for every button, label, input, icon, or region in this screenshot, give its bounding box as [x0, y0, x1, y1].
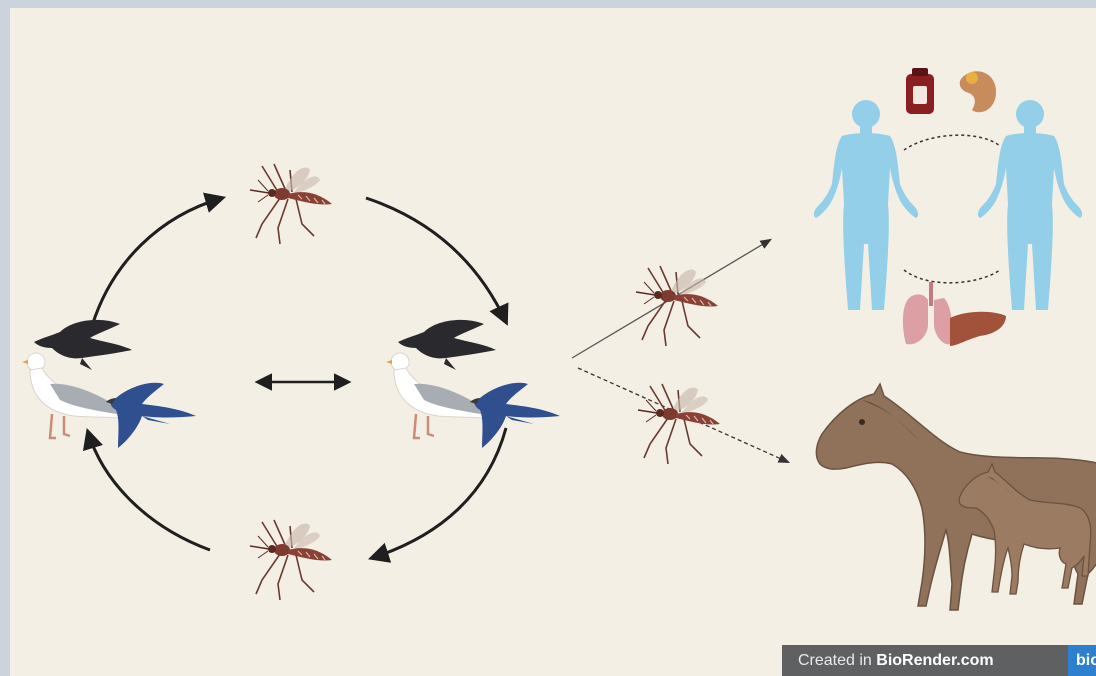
mosquito-icon [250, 520, 332, 600]
dashed-link-top [904, 135, 1000, 150]
arrow-mosquito-to-birds-left [88, 432, 210, 550]
arrow-birds-to-mosquito-bottom [372, 428, 506, 558]
dashed-link-bottom [904, 270, 1000, 283]
arrow-birds-to-mosquito [92, 198, 222, 326]
credit-prefix: Created in [798, 652, 876, 669]
blood-bag-icon [906, 68, 934, 114]
birds-icon [386, 320, 560, 448]
arrow-mosquito-to-birds [366, 198, 506, 322]
human-male-icon [814, 100, 918, 310]
birds-icon [22, 320, 196, 448]
liver-icon [950, 312, 1006, 346]
lungs-icon [903, 282, 952, 344]
mosquito-icon [638, 384, 720, 464]
kidney-icon [960, 71, 996, 112]
mosquito-icon [250, 164, 332, 244]
biorender-credit[interactable]: Created in BioRender.com bio [782, 645, 1096, 676]
credit-brand: BioRender.com [876, 652, 993, 669]
horse-icon [816, 384, 1096, 610]
biorender-logo-tag: bio [1068, 645, 1096, 676]
human-female-icon [978, 100, 1082, 310]
